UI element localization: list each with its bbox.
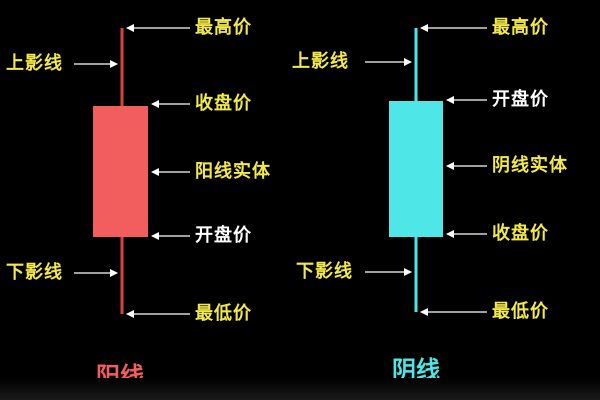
yang-candle-body [93, 106, 148, 237]
yin-body-label: 阴线实体 [492, 155, 568, 176]
yang-low-label: 最低价 [195, 303, 252, 324]
bottom-fade [0, 378, 600, 400]
yang-lower-shadow-label: 下影线 [6, 262, 63, 283]
yang-body-label: 阳线实体 [195, 161, 271, 182]
yang-open-label: 开盘价 [195, 225, 252, 246]
yin-high-label: 最高价 [492, 17, 549, 38]
yang-upper-shadow-label: 上影线 [6, 53, 63, 74]
yin-candle-body [389, 101, 443, 237]
yang-high-label: 最高价 [195, 17, 252, 38]
yin-lower-shadow-label: 下影线 [296, 261, 353, 282]
yin-upper-shadow-label: 上影线 [292, 51, 349, 72]
yin-open-label: 开盘价 [492, 89, 549, 110]
yin-close-label: 收盘价 [492, 223, 549, 244]
yin-low-label: 最低价 [492, 301, 549, 322]
yang-close-label: 收盘价 [195, 93, 252, 114]
